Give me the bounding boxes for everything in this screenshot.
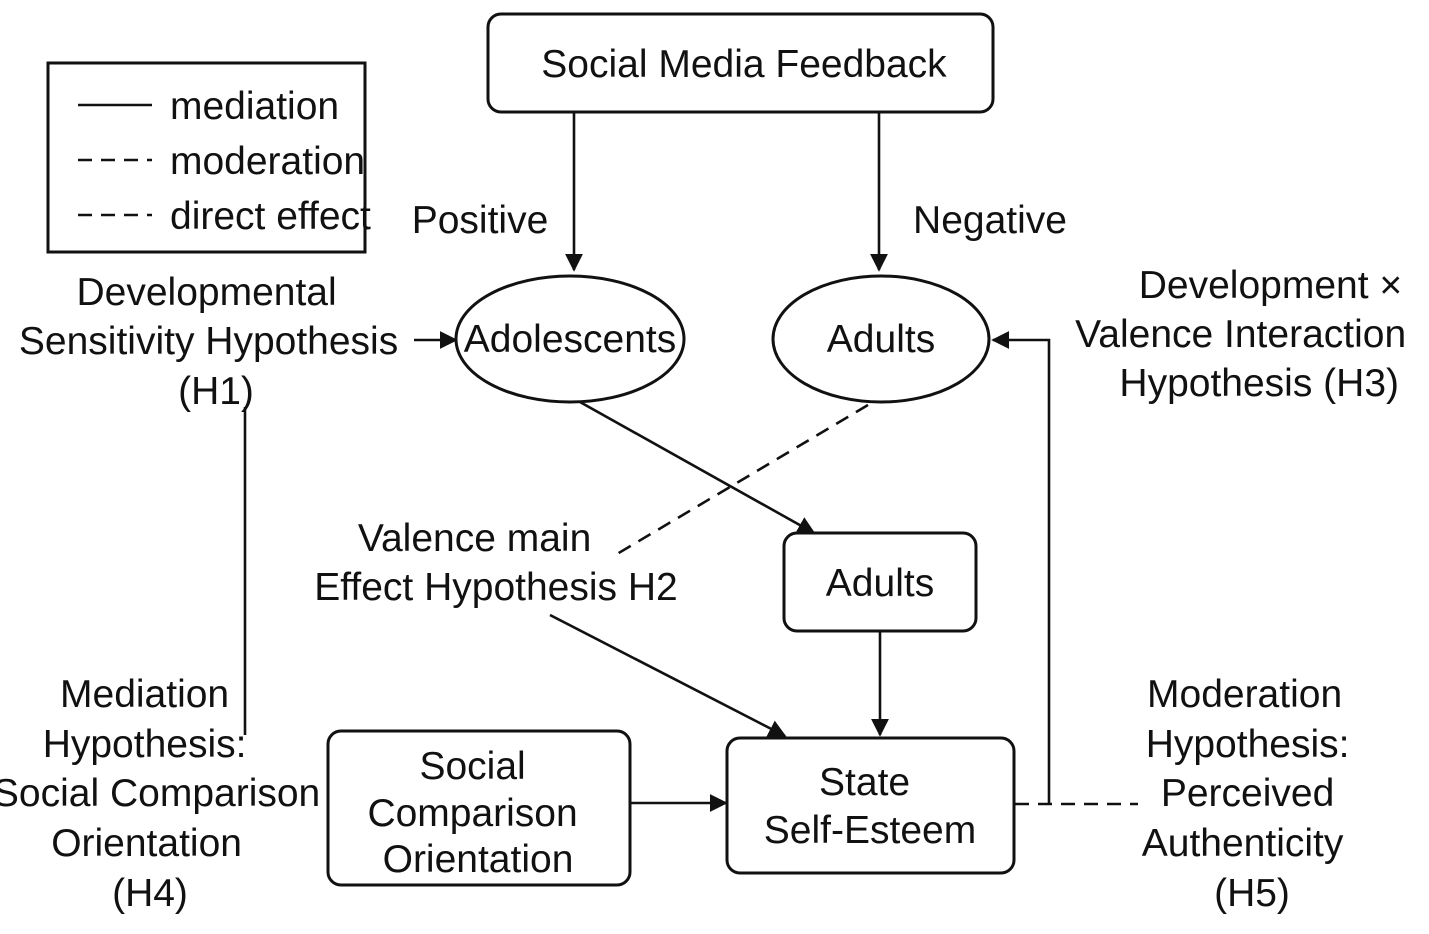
edge-label-positive: Positive [412, 199, 549, 242]
hypothesis-h2: Valence main Effect Hypothesis H2 [314, 517, 677, 609]
edge-h2-to-state-self-esteem [549, 613, 787, 738]
node-adults-ellipse-label: Adults [827, 318, 935, 361]
node-adolescents: Adolescents [454, 274, 686, 404]
hypothesis-h5: Moderation Hypothesis: Perceived Authent… [1142, 673, 1361, 915]
legend-mediation-label: mediation [170, 85, 339, 128]
node-social-media-feedback: Social Media Feedback [486, 12, 995, 114]
node-adults-box: Adults [782, 531, 978, 633]
node-state-self-esteem: State Self-Esteem [725, 736, 1016, 875]
node-social-comparison-orientation: Social Comparison Orientation [326, 729, 632, 887]
hypothesis-h1: Developmental Sensitivity Hypothesis (H1… [19, 271, 409, 413]
node-adults-box-label: Adults [826, 562, 934, 605]
node-social-comparison-orientation-label: Social Comparison Orientation [367, 745, 588, 881]
node-social-media-feedback-label: Social Media Feedback [541, 43, 947, 86]
legend-direct-effect-label: direct effect [170, 195, 371, 238]
edge-adolescents-to-adults-box [579, 400, 816, 535]
edge-label-negative: Negative [913, 199, 1067, 242]
edges [243, 113, 1138, 812]
edge-h5-to-adults [991, 331, 1051, 804]
node-adults-ellipse: Adults [771, 274, 991, 404]
node-state-self-esteem-label: State Self-Esteem [764, 761, 976, 852]
hypothesis-h4: Mediation Hypothesis: Social Comparison … [0, 673, 331, 915]
node-adolescents-label: Adolescents [464, 318, 676, 361]
legend: mediation moderation direct effect [46, 61, 371, 254]
hypothesis-h3: Development × Valence Interaction Hypoth… [1075, 264, 1417, 405]
legend-moderation-label: moderation [170, 140, 365, 183]
edge-adults-to-h2-dashed [611, 403, 869, 559]
legend-frame [46, 61, 367, 254]
